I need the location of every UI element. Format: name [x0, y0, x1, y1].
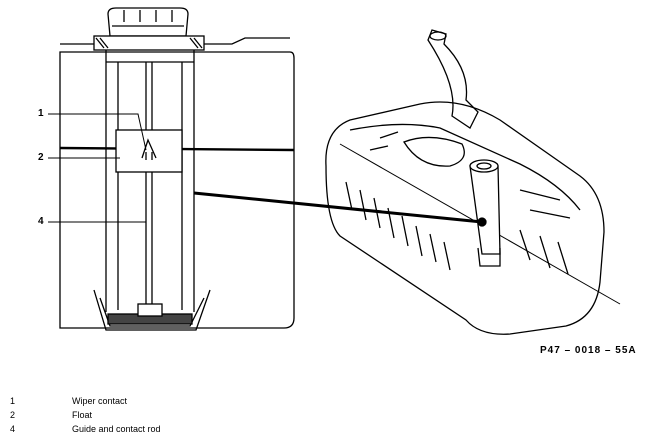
sender-cutaway-illustration	[59, 7, 295, 331]
callout-2-number: 2	[38, 152, 44, 163]
tank-overview-illustration	[325, 29, 621, 335]
legend-description: Float	[72, 410, 93, 420]
legend-number: 1	[10, 396, 16, 406]
legend-number: 4	[10, 424, 16, 434]
legend-item: 1 Wiper contact	[0, 394, 420, 408]
figure-code: P47 – 0018 – 55A	[540, 345, 637, 356]
legend-item: 4 Guide and contact rod	[0, 422, 420, 436]
legend-description: Guide and contact rod	[72, 424, 161, 434]
callout-4-number: 4	[38, 216, 44, 227]
legend-number: 2	[10, 410, 16, 420]
callout-1-number: 1	[38, 108, 44, 119]
fuel-tank-diagram	[48, 7, 621, 335]
connector-line	[193, 191, 483, 224]
legend-description: Wiper contact	[72, 396, 128, 406]
legend-item: 2 Float	[0, 408, 420, 422]
callout-1-leader	[48, 113, 147, 151]
